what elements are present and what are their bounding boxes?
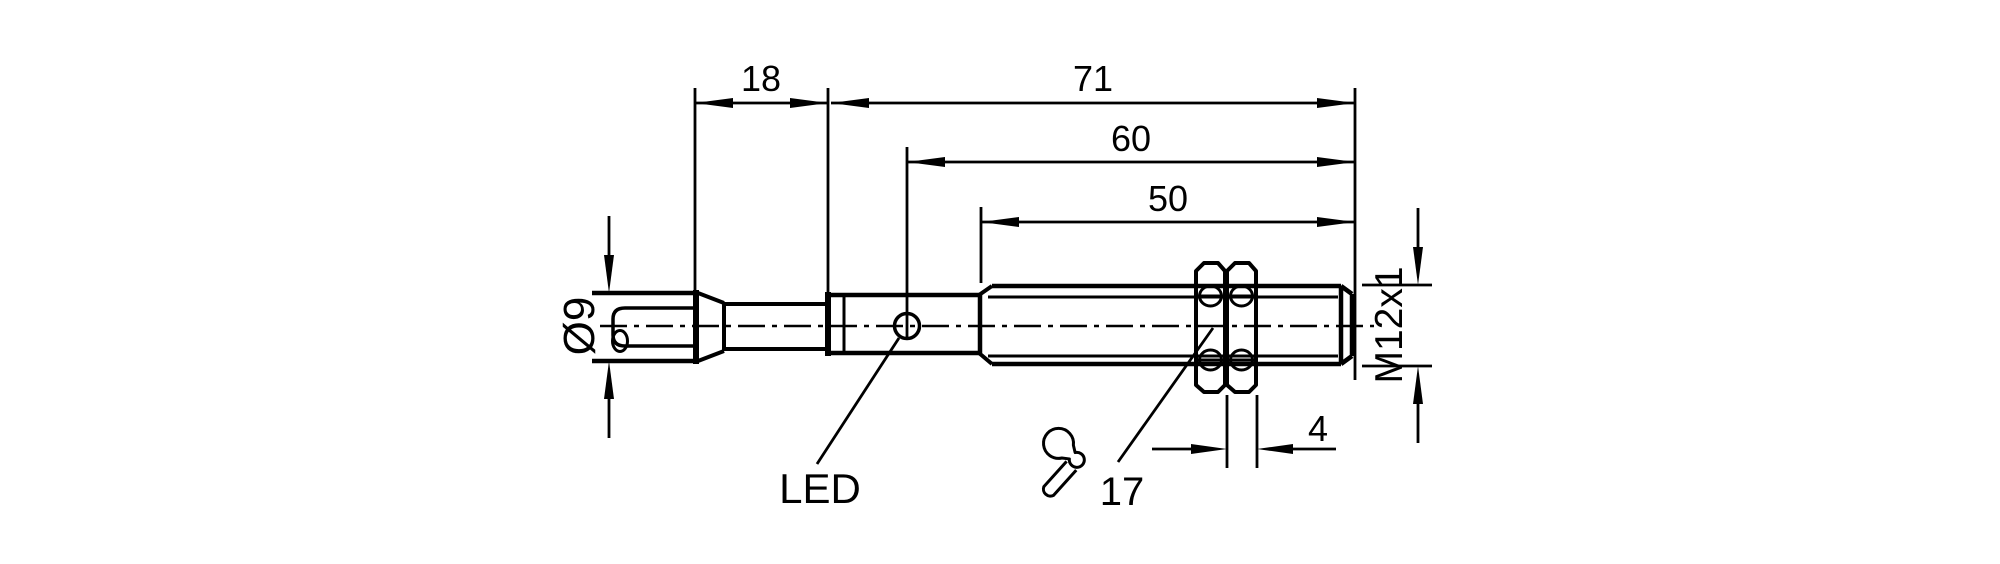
arrowhead-right [1317, 217, 1355, 227]
wrench-icon [1041, 426, 1086, 498]
arrowhead-right [1317, 98, 1355, 108]
dimension-m12x1: M12x1 [1362, 208, 1432, 443]
dia9-arrowhead-bottom [604, 361, 614, 399]
wrench-leader-line [1116, 327, 1215, 463]
arrowhead-right [1257, 444, 1293, 454]
dimension-60: 60 [905, 118, 1355, 340]
m12-arrowhead-top [1413, 247, 1423, 285]
dim-50-text: 50 [1148, 178, 1188, 219]
wrench-jaw [1042, 426, 1086, 469]
wrench-handle [1041, 460, 1078, 498]
arrowhead-left [1191, 444, 1227, 454]
grommet-cone [697, 291, 726, 363]
thread-root-lines [988, 295, 1338, 358]
dimension-71: 71 [831, 58, 1357, 380]
nut-left [1194, 261, 1227, 394]
dimension-18: 18 [693, 58, 830, 292]
dia9-arrowhead-top [604, 255, 614, 293]
dim-4-text: 4 [1308, 408, 1328, 449]
dimension-dia9: Ø9 [555, 216, 614, 438]
wrench-size-text: 17 [1100, 470, 1145, 514]
arrowhead-left [907, 157, 945, 167]
arrowhead-right [1317, 157, 1355, 167]
dim-60-text: 60 [1111, 118, 1151, 159]
barrel-outline [992, 283, 1341, 367]
dia9-text: Ø9 [555, 297, 604, 356]
nut-right [1225, 261, 1258, 394]
rear-cap [828, 292, 983, 356]
arrowhead-right [790, 98, 828, 108]
barrel-chamfers [977, 284, 994, 366]
nut-right-chamfer-arc-top [1229, 284, 1254, 308]
nut-right-chamfer-arc-bottom [1229, 348, 1254, 372]
cable-break-loop [611, 329, 629, 353]
dimension-50: 50 [979, 178, 1355, 283]
led-indicator: LED [779, 311, 922, 512]
arrowhead-left [695, 98, 733, 108]
wrench-size-callout: 17 [1041, 327, 1215, 514]
m12-arrowhead-bottom [1413, 366, 1423, 404]
dimension-4: 4 [1152, 395, 1336, 468]
led-label: LED [779, 465, 861, 512]
nut-left-chamfer-arc-top [1198, 284, 1223, 308]
cable-sleeve [592, 290, 696, 364]
dim-18-text: 18 [741, 58, 781, 99]
arrowhead-left [831, 98, 869, 108]
mounting-nuts [1194, 261, 1258, 394]
led-leader-line [815, 337, 901, 465]
sensor-body [592, 261, 1355, 394]
m12-text: M12x1 [1368, 266, 1411, 383]
nut-left-chamfer-arc-bottom [1198, 348, 1223, 372]
arrowhead-left [981, 217, 1019, 227]
cable-section [724, 302, 828, 351]
dim-71-text: 71 [1073, 58, 1113, 99]
